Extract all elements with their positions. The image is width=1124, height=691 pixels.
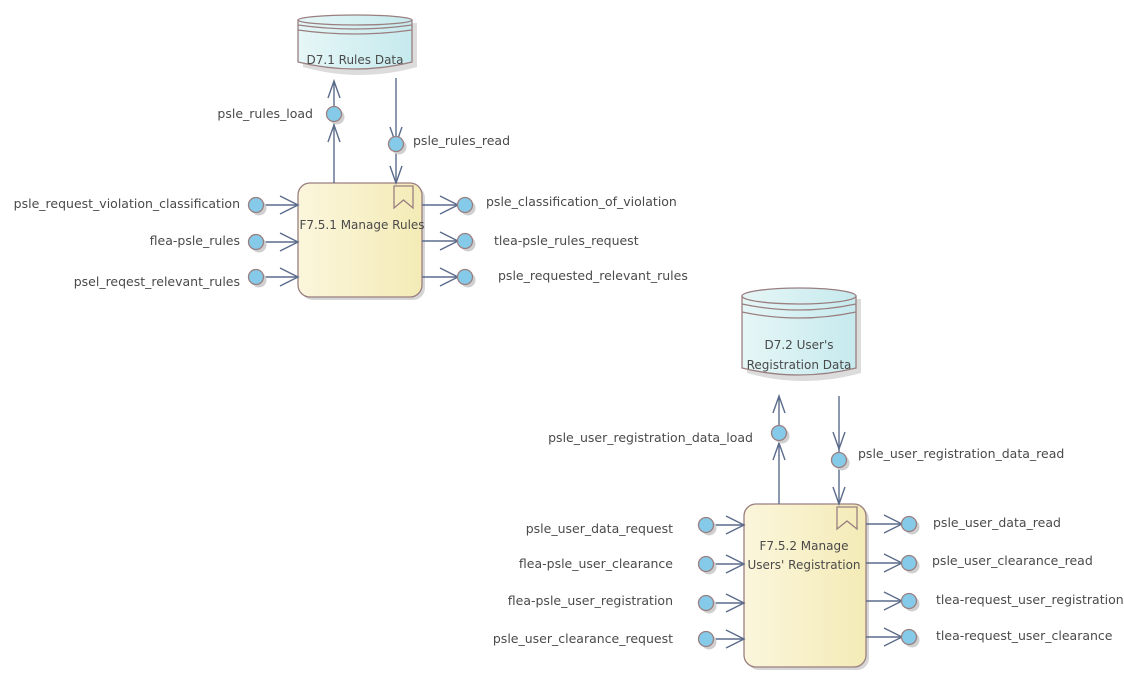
flow-label: psle_user_data_request <box>526 521 673 536</box>
flow-label: psle_user_clearance_request <box>493 631 673 646</box>
input-flow-psle-request-violation-classification[interactable]: psle_request_violation_classification <box>14 195 300 216</box>
port-circle[interactable] <box>456 196 474 214</box>
output-flow-tlea-request-user-registration[interactable]: tlea-request_user_registration <box>866 591 1124 612</box>
flow-label: psle_rules_load <box>217 106 313 121</box>
flow-label: psel_reqest_relevant_rules <box>74 274 240 289</box>
port-circle[interactable] <box>456 232 474 250</box>
flow-label: psle_user_registration_data_load <box>548 430 753 445</box>
process-manage-users-registration-label-line1: F7.5.2 Manage <box>760 539 849 553</box>
data-store-rules-label: D7.1 Rules Data <box>307 53 404 67</box>
output-flow-psle-classification-of-violation[interactable]: psle_classification_of_violation <box>422 194 677 216</box>
data-store-rules[interactable]: D7.1 Rules Data <box>297 14 417 75</box>
process-manage-users-registration[interactable]: F7.5.2 Manage Users' Registration <box>743 503 869 670</box>
bookmark-icon <box>393 185 414 210</box>
output-flow-tlea-psle-rules-request[interactable]: tlea-psle_rules_request <box>422 231 639 252</box>
store-flow-port-psle-rules-load[interactable]: psle_rules_load <box>217 105 345 125</box>
flow-label: tlea-request_user_clearance <box>936 628 1113 643</box>
input-flow-psle-user-clearance-request[interactable]: psle_user_clearance_request <box>493 629 746 650</box>
port-circle[interactable] <box>900 515 918 533</box>
process-manage-users-registration-label-line2: Users' Registration <box>747 558 860 572</box>
output-flow-psle-requested-relevant-rules[interactable]: psle_requested_relevant_rules <box>422 267 688 288</box>
flow-label: tlea-request_user_registration <box>936 592 1124 607</box>
port-circle[interactable] <box>697 594 715 612</box>
store-flow-port-psle-rules-read[interactable]: psle_rules_read <box>387 133 511 155</box>
flow-psle-user-registration-data-load[interactable] <box>772 393 786 504</box>
port-circle[interactable] <box>456 268 474 286</box>
port-circle[interactable] <box>900 554 918 572</box>
port-circle[interactable] <box>247 196 265 214</box>
flow-label: psle_user_data_read <box>933 515 1061 530</box>
flow-label: tlea-psle_rules_request <box>494 233 639 248</box>
flow-psle-rules-read[interactable] <box>389 78 403 186</box>
process-manage-rules-label: F7.5.1 Manage Rules <box>299 218 424 232</box>
port-circle[interactable] <box>697 555 715 573</box>
port-circle[interactable] <box>900 592 918 610</box>
data-store-user-registration-label-line1: D7.2 User's <box>764 338 833 352</box>
input-flow-flea-psle-rules[interactable]: flea-psle_rules <box>150 232 300 253</box>
flow-label: psle_classification_of_violation <box>486 194 677 209</box>
input-flow-psle-user-data-request[interactable]: psle_user_data_request <box>526 515 746 536</box>
port-circle[interactable] <box>247 233 265 251</box>
flow-label: flea-psle_user_clearance <box>519 556 673 571</box>
store-flow-port-psle-user-registration-data-read[interactable]: psle_user_registration_data_read <box>830 446 1065 471</box>
flow-label: flea-psle_user_registration <box>508 593 673 608</box>
input-flow-flea-psle-user-clearance[interactable]: flea-psle_user_clearance <box>519 554 746 575</box>
input-flow-psel-reqest-relevant-rules[interactable]: psel_reqest_relevant_rules <box>74 267 300 289</box>
flow-label: flea-psle_rules <box>150 233 240 248</box>
ports-layer: psle_request_violation_classificationfle… <box>14 105 1124 650</box>
port-circle[interactable] <box>387 135 405 153</box>
port-circle[interactable] <box>900 628 918 646</box>
data-store-user-registration-label-line2: Registration Data <box>747 358 852 372</box>
flow-label: psle_rules_read <box>413 133 510 148</box>
port-circle[interactable] <box>770 424 788 442</box>
output-flow-tlea-request-user-clearance[interactable]: tlea-request_user_clearance <box>866 627 1113 648</box>
port-circle[interactable] <box>830 451 848 469</box>
flow-psle-rules-load[interactable] <box>327 78 341 183</box>
bookmark-icon <box>836 506 858 531</box>
flow-label: psle_user_clearance_read <box>932 553 1093 568</box>
process-manage-rules[interactable]: F7.5.1 Manage Rules <box>297 182 425 300</box>
output-flow-psle-user-data-read[interactable]: psle_user_data_read <box>866 514 1061 535</box>
flow-label: psle_requested_relevant_rules <box>498 268 688 283</box>
flow-psle-user-registration-data-read[interactable] <box>832 396 846 507</box>
input-flow-flea-psle-user-registration[interactable]: flea-psle_user_registration <box>508 593 746 614</box>
flow-label: psle_request_violation_classification <box>14 196 240 211</box>
output-flow-psle-user-clearance-read[interactable]: psle_user_clearance_read <box>866 553 1093 574</box>
flow-label: psle_user_registration_data_read <box>858 446 1064 461</box>
data-store-user-registration[interactable]: D7.2 User's Registration Data <box>741 287 861 381</box>
port-circle[interactable] <box>325 105 343 123</box>
port-circle[interactable] <box>697 516 715 534</box>
port-circle[interactable] <box>697 630 715 648</box>
port-circle[interactable] <box>247 268 265 286</box>
store-flow-port-psle-user-registration-data-load[interactable]: psle_user_registration_data_load <box>548 424 790 446</box>
